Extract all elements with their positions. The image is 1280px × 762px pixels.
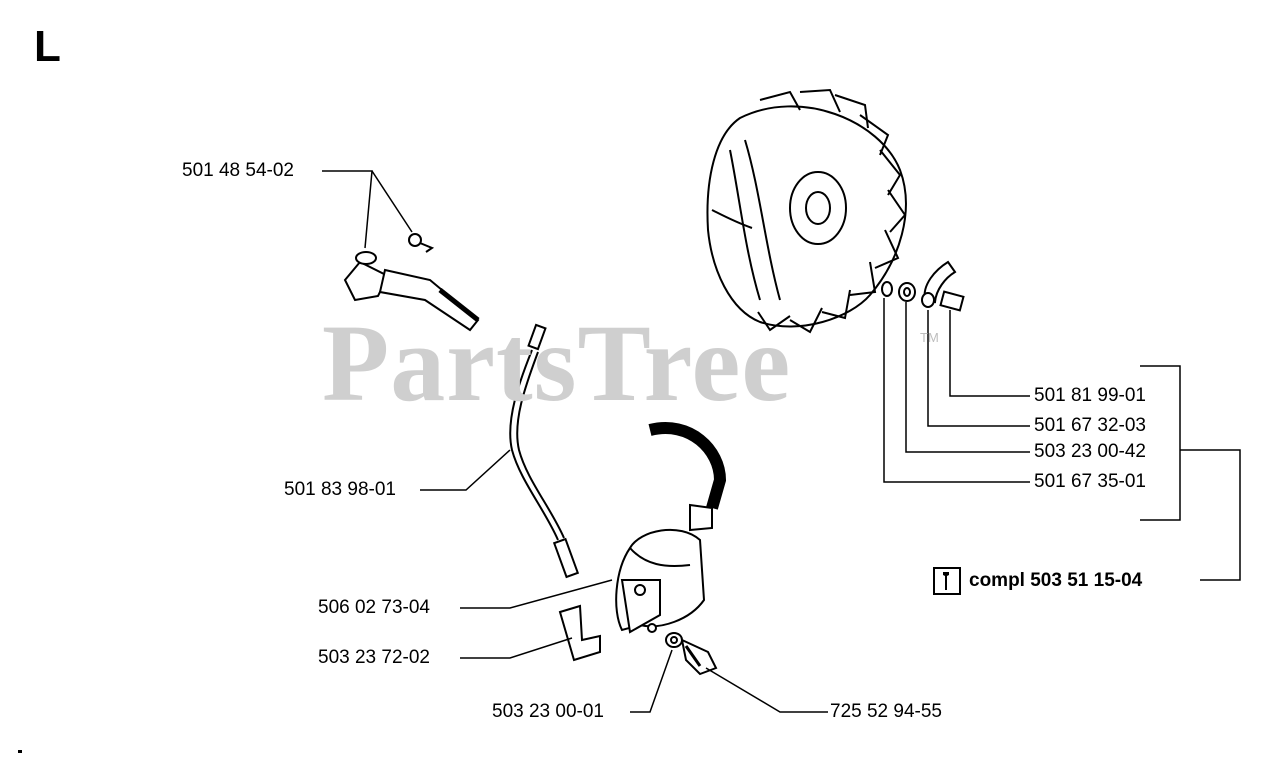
part-label-flywheel-washer[interactable]: 503 23 00-42 <box>1034 441 1146 462</box>
watermark: PartsTree <box>322 302 792 424</box>
part-label-ignition-module[interactable]: 506 02 73-04 <box>318 597 430 618</box>
spark-plug-cap <box>343 233 480 332</box>
ignition-module <box>615 422 727 634</box>
section-letter: L <box>34 22 61 71</box>
part-label-ignition-wire[interactable]: 501 83 98-01 <box>284 479 396 500</box>
part-label-pawl[interactable]: 501 67 32-03 <box>1034 415 1146 436</box>
part-label-spring-washer[interactable]: 501 67 35-01 <box>1034 471 1146 492</box>
part-label-washer[interactable]: 503 23 00-01 <box>492 701 604 722</box>
flywheel <box>706 88 907 334</box>
part-label-spark-plug-cap[interactable]: 501 48 54-02 <box>182 160 294 181</box>
leader-lines <box>322 170 1241 713</box>
flywheel-hardware <box>881 260 965 312</box>
kit-label[interactable]: compl 503 51 15-04 <box>933 567 1142 595</box>
wrench-icon <box>933 567 961 595</box>
kit-part-number: compl 503 51 15-04 <box>969 570 1143 591</box>
small-parts <box>558 604 718 676</box>
part-label-bracket[interactable]: 503 23 72-02 <box>318 647 430 668</box>
part-label-flywheel-bolt[interactable]: 501 81 99-01 <box>1034 385 1146 406</box>
watermark-trademark: TM <box>920 330 939 345</box>
part-label-screw[interactable]: 725 52 94-55 <box>830 701 942 722</box>
page-marker <box>18 750 22 753</box>
ignition-wire <box>509 323 580 579</box>
